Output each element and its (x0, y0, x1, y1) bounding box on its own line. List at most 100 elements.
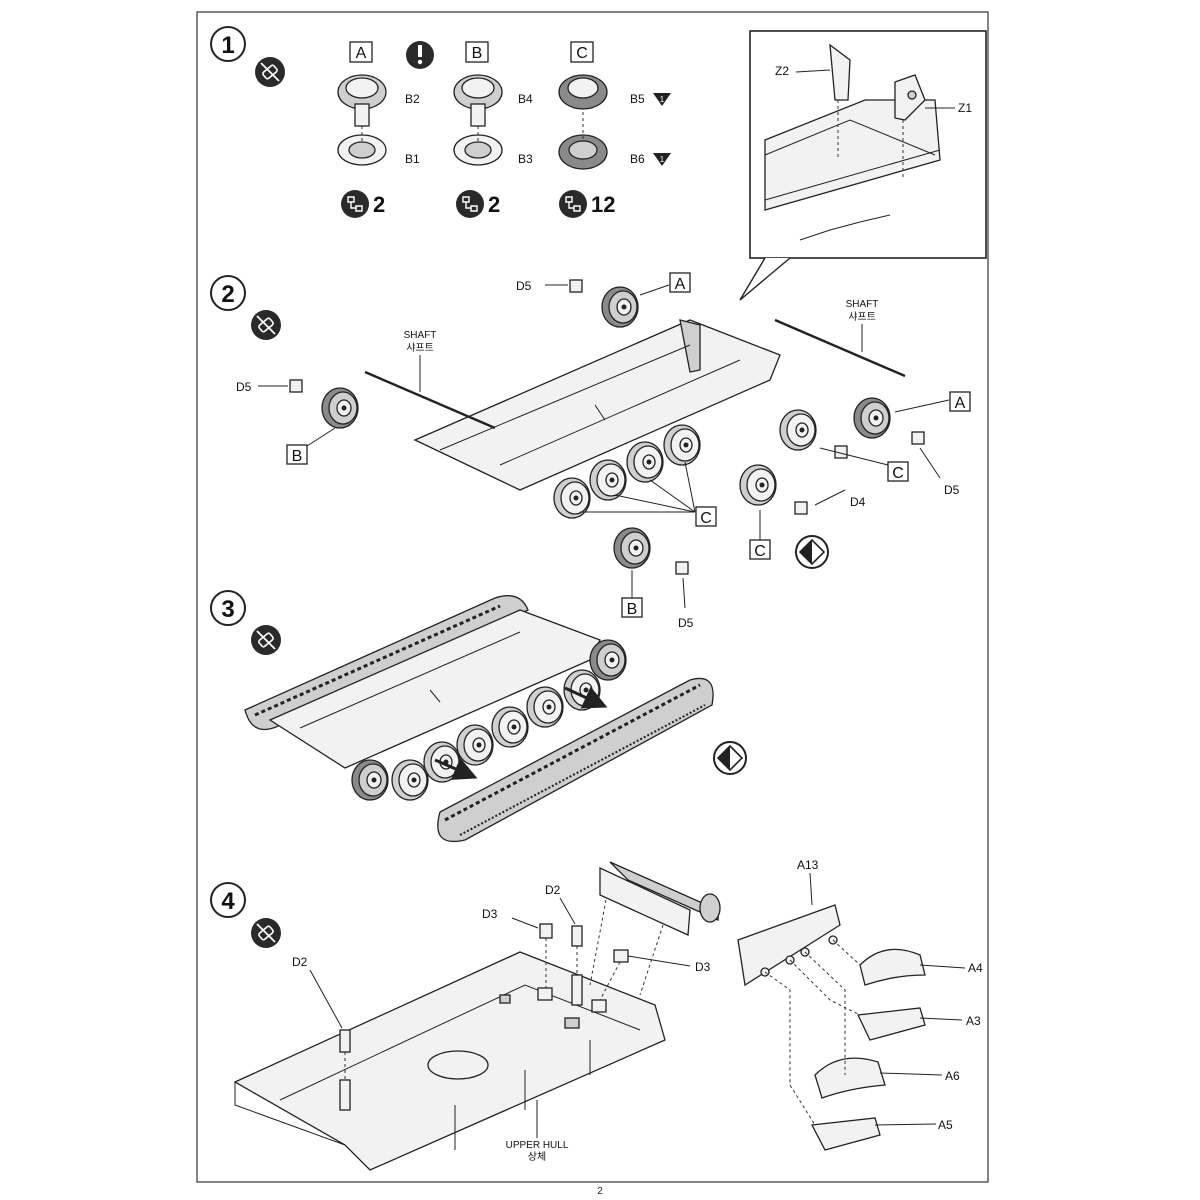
part-label-b3: B3 (518, 152, 533, 166)
label-box-c-text: C (576, 45, 588, 62)
label-box-c (570, 41, 594, 63)
step-1-badge (210, 26, 246, 62)
shaft-left-label: SHAFT (404, 330, 437, 341)
part-label-b4: B4 (518, 92, 533, 106)
no-glue-icon (250, 624, 282, 656)
upper-hull-label: UPPER HULL (506, 1140, 569, 1151)
inset-detail: Z2 Z1 (749, 30, 987, 259)
sprocket (589, 639, 627, 681)
sub-assembly-a: A B2 B1 2 (337, 41, 434, 219)
label-box-a (349, 41, 373, 63)
part-d5-right (911, 431, 925, 445)
repeat-icon (455, 189, 485, 219)
page-number: 2 (597, 1186, 603, 1197)
part-a3 (857, 1007, 926, 1041)
label-d5-left: D5 (236, 380, 252, 394)
road-wheel (626, 441, 664, 483)
label-d3-left: D3 (482, 907, 498, 921)
label-box-a-text: A (356, 45, 367, 62)
label-box-b (465, 41, 489, 63)
label-d3-right: D3 (695, 960, 711, 974)
step-4-number: 4 (221, 888, 235, 915)
upper-hull-label-ko: 상체 (528, 1151, 546, 1163)
sub-assembly-b: B B4 B3 2 (453, 41, 533, 219)
no-glue-icon (254, 56, 286, 88)
rear-plate (599, 866, 691, 936)
shaft-left-label-ko: 샤프트 (406, 342, 434, 354)
direction-arrow (564, 686, 608, 709)
step-3-number: 3 (221, 596, 234, 623)
road-wheel (491, 706, 529, 748)
quantity-a: 2 (373, 192, 385, 217)
repeat-icon (340, 189, 370, 219)
flip-over-icon (795, 535, 829, 569)
part-label-b5: B5 (630, 92, 645, 106)
label-b-left: B (292, 448, 303, 465)
part-label-z2: Z2 (775, 64, 789, 78)
part-z2 (829, 43, 851, 101)
road-wheel (456, 724, 494, 766)
step-1: 1 A B2 B1 2 B (210, 26, 987, 301)
part-d4 (794, 501, 808, 515)
sprocket (351, 759, 389, 801)
no-glue-icon (250, 309, 282, 341)
part-a4 (859, 948, 926, 986)
label-a5: A5 (938, 1118, 953, 1132)
step-4-badge (210, 882, 246, 918)
label-a4: A4 (968, 961, 983, 975)
marker-triangle-icon: 1 (653, 153, 671, 166)
shaft-right-label-ko: 샤프트 (848, 311, 876, 323)
road-wheel (779, 409, 817, 451)
exclamation-icon (406, 41, 434, 69)
part-label-b1: B1 (405, 152, 420, 166)
part-d2-center (571, 925, 583, 947)
label-d2-left: D2 (292, 955, 308, 969)
road-wheel (589, 459, 627, 501)
label-c-mid: C (700, 510, 712, 527)
quantity-b: 2 (488, 192, 500, 217)
part-a13 (737, 904, 841, 987)
label-d5-right: D5 (944, 483, 960, 497)
part-a6 (814, 1057, 886, 1099)
svg-text:1: 1 (660, 95, 665, 104)
road-wheel (526, 686, 564, 728)
label-a-right: A (955, 395, 966, 412)
part-label-b6: B6 (630, 152, 645, 166)
quantity-c: 12 (591, 192, 615, 217)
sprocket-b-left (321, 387, 359, 429)
label-a3: A3 (966, 1014, 981, 1028)
track-near (437, 677, 714, 842)
step-1-number: 1 (221, 32, 234, 59)
road-wheel (391, 759, 429, 801)
part-d5-bottom (675, 561, 689, 575)
label-b-bottom: B (627, 601, 638, 618)
part-d3-right (613, 949, 629, 963)
sprocket-a-right (853, 397, 891, 439)
marker-triangle-icon: 1 (653, 93, 671, 106)
shaft-right (774, 318, 906, 378)
step-3-badge (210, 590, 246, 626)
step-2-number: 2 (221, 281, 234, 308)
inset-callout-pointer (739, 257, 791, 301)
label-d5-top: D5 (516, 279, 532, 293)
shaft-left (364, 370, 496, 430)
label-d5-bottom: D5 (678, 616, 694, 630)
sprocket-a-top (601, 286, 639, 328)
step-2: 2 SHAFT 샤프트 SHAFT 샤프트 D5 A D5 B (210, 272, 971, 630)
sub-assembly-c: C B5 1 B6 1 12 (558, 41, 671, 219)
label-c-bottom: C (754, 543, 766, 560)
sprocket-b-bottom (613, 527, 651, 569)
label-d4: D4 (850, 495, 866, 509)
part-d5-top (569, 279, 583, 293)
part-a5 (810, 1117, 881, 1151)
label-box-b-text: B (472, 45, 483, 62)
page-border (196, 11, 989, 1183)
road-wheel (663, 424, 701, 466)
direction-arrow (434, 757, 478, 780)
part-d5-left (289, 379, 303, 393)
step-3: 3 (210, 590, 747, 842)
label-a6: A6 (945, 1069, 960, 1083)
step-2-badge (210, 275, 246, 311)
part-d2-left (339, 1029, 351, 1053)
